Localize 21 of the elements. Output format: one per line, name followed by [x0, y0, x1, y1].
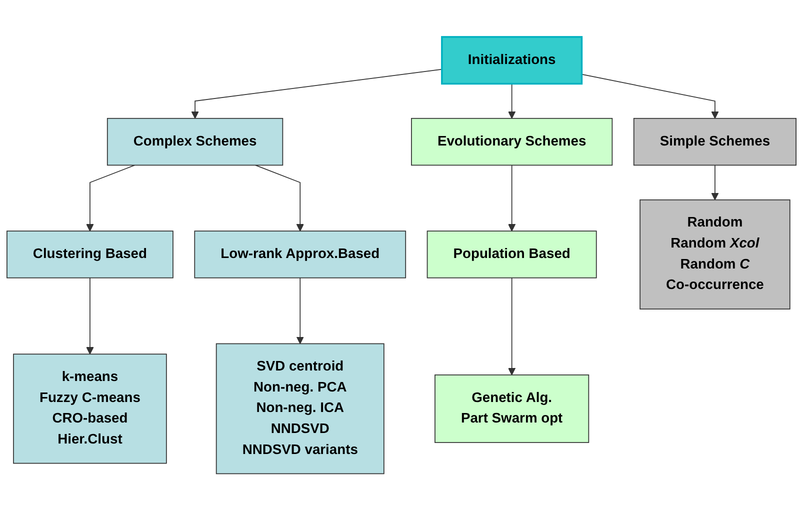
- node-box: Complex Schemes: [106, 118, 284, 166]
- arrow: [86, 164, 136, 232]
- node-box: Initializations: [441, 36, 583, 84]
- arrow: [254, 164, 304, 232]
- arrow: [296, 277, 304, 344]
- arrow: [508, 277, 516, 375]
- arrow: [191, 68, 442, 118]
- node-box: k-means Fuzzy C-means CRO-based Hier.Clust: [13, 353, 167, 464]
- arrow: [508, 82, 516, 118]
- node-box: Evolutionary Schemes: [411, 118, 613, 166]
- arrow: [508, 164, 516, 232]
- node-box: Clustering Based: [6, 230, 174, 278]
- node-box: Random Random Xcol Random C Co-occurrence: [640, 199, 790, 310]
- arrow: [711, 164, 719, 200]
- node-box: Genetic Alg. Part Swarm opt: [434, 374, 590, 443]
- node-box: SVD centroid Non-neg. PCA Non-neg. ICA NNDSVD NNDSVD variants: [216, 342, 384, 474]
- node-box: Low-rank Approx.Based: [194, 230, 406, 278]
- arrow: [581, 74, 719, 118]
- node-box: Simple Schemes: [633, 118, 796, 166]
- node-box: Population Based: [426, 230, 597, 278]
- arrow: [86, 277, 94, 354]
